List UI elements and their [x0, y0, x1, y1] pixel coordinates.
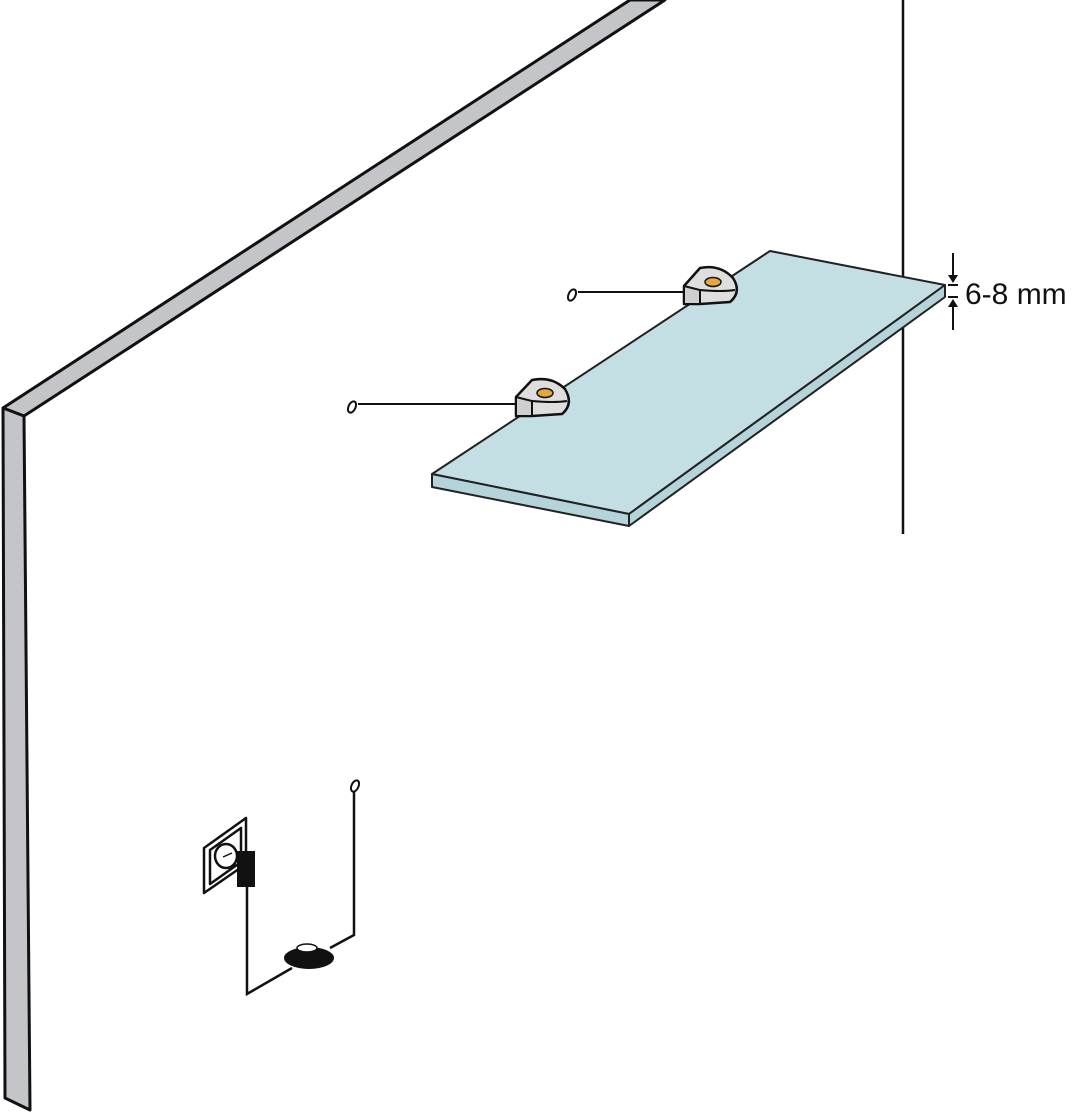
cable-1-end: [566, 288, 578, 302]
connector-hub: [284, 943, 334, 969]
thickness-dimension: 6-8 mm: [948, 253, 1067, 330]
cable-1: [566, 288, 688, 302]
power-cable: [245, 779, 361, 997]
glass-right-edge: [628, 284, 946, 527]
power-socket: [202, 816, 255, 895]
bracket-1-led: [704, 276, 722, 288]
wall-panel: [1, 0, 667, 1112]
plug-adapter: [237, 851, 255, 887]
bracket-2-led: [536, 387, 554, 399]
bracket-1: [682, 265, 739, 306]
cable-2-end: [346, 400, 358, 414]
wall-front-edge: [1, 406, 32, 1112]
bracket-2: [514, 377, 571, 418]
cable-2: [346, 400, 520, 414]
wall-top-edge: [1, 0, 667, 418]
glass-shelf: [431, 250, 946, 527]
thickness-label: 6-8 mm: [965, 278, 1067, 311]
power-cable-end: [349, 779, 361, 793]
